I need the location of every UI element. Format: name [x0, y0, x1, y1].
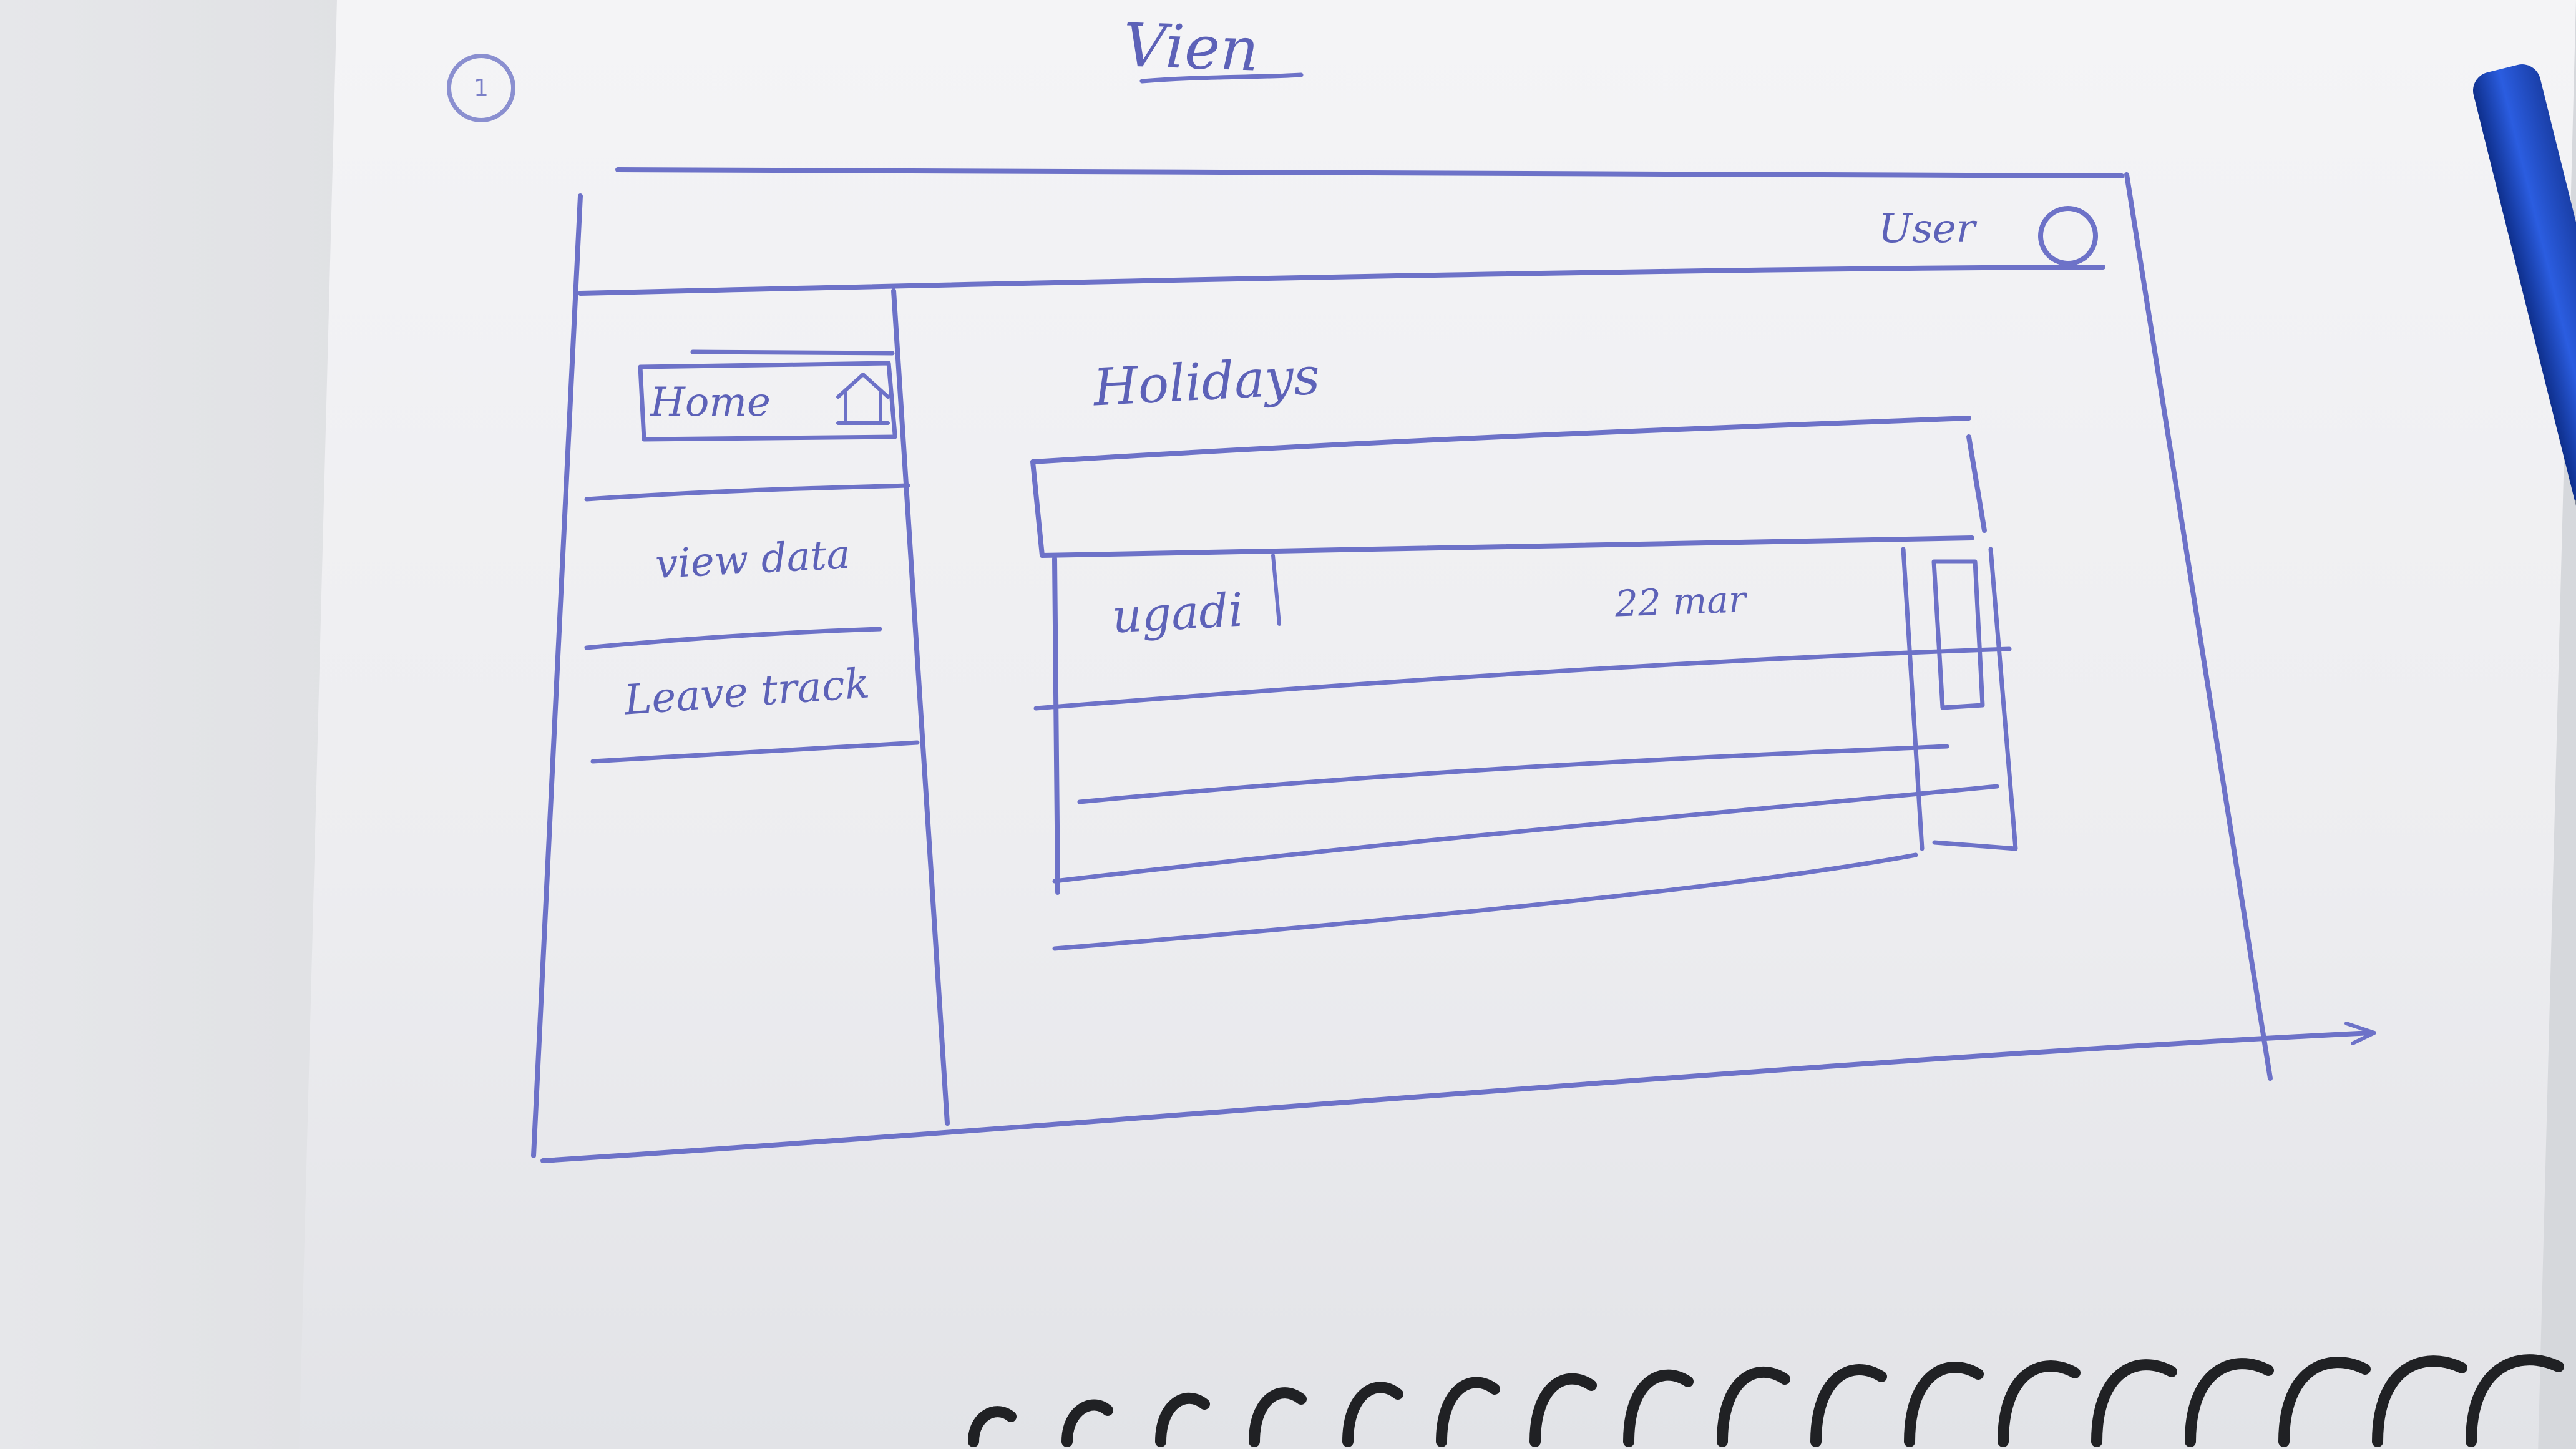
table-scrollbar[interactable]: [1897, 543, 2022, 867]
spiral-binding: [968, 1354, 2564, 1447]
page-number-badge: 1: [447, 54, 515, 122]
sidebar: Home view data Leave track: [562, 300, 920, 1111]
sidebar-dividers: [584, 483, 920, 764]
holiday-date-cell: 22 mar: [1614, 578, 1747, 625]
scrollbar-thumb[interactable]: [1925, 555, 2000, 718]
home-icon: [836, 373, 890, 425]
holiday-name-cell: ugadi: [1110, 583, 1245, 644]
sidebar-item-home[interactable]: Home: [638, 349, 900, 449]
app-header: User: [587, 181, 2115, 287]
user-avatar-icon[interactable]: [2038, 206, 2098, 266]
user-label[interactable]: User: [1878, 206, 1976, 252]
home-item-box: [638, 349, 897, 442]
scrollbar-track: [1901, 547, 2018, 851]
sidebar-item-label: Home: [650, 379, 771, 426]
page-number-text: 1: [473, 74, 489, 102]
